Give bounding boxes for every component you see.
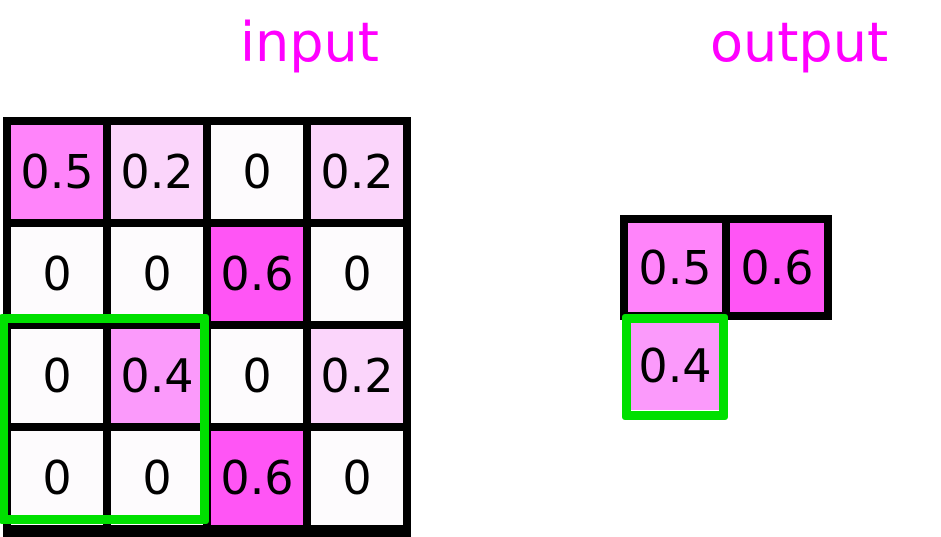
input-cell-r0c0: 0.5	[11, 125, 103, 219]
input-grid-row: 0 0 0.6 0	[11, 431, 403, 525]
output-cell-r0c1: 0.6	[730, 223, 824, 312]
input-cell-r2c0: 0	[11, 329, 103, 423]
input-cell-r1c3: 0	[311, 227, 403, 321]
input-cell-r1c0: 0	[11, 227, 103, 321]
input-cell-r1c1: 0	[111, 227, 203, 321]
input-cell-r3c0: 0	[11, 431, 103, 525]
output-grid-row: 0.5 0.6	[628, 223, 824, 312]
input-cell-r0c3: 0.2	[311, 125, 403, 219]
output-cell-r0c0: 0.5	[628, 223, 722, 312]
input-panel-label: input	[240, 11, 379, 74]
input-cell-r3c1: 0	[111, 431, 203, 525]
input-cell-r2c2: 0	[211, 329, 303, 423]
output-grid: 0.5 0.6	[620, 215, 832, 320]
input-cell-r3c2: 0.6	[211, 431, 303, 525]
input-cell-r3c3: 0	[311, 431, 403, 525]
input-cell-r2c3: 0.2	[311, 329, 403, 423]
input-grid-row: 0 0.4 0 0.2	[11, 329, 403, 423]
input-grid: 0.5 0.2 0 0.2 0 0 0.6 0 0 0.4 0 0.2 0 0 …	[3, 117, 411, 537]
output-grid-lower-row: 0.4	[620, 313, 832, 423]
output-cell-r1c0: 0.4	[628, 321, 722, 410]
output-panel-label: output	[710, 11, 889, 74]
input-grid-row: 0.5 0.2 0 0.2	[11, 125, 403, 219]
input-cell-r2c1: 0.4	[111, 329, 203, 423]
input-grid-row: 0 0 0.6 0	[11, 227, 403, 321]
input-cell-r0c2: 0	[211, 125, 303, 219]
input-cell-r1c2: 0.6	[211, 227, 303, 321]
input-cell-r0c1: 0.2	[111, 125, 203, 219]
